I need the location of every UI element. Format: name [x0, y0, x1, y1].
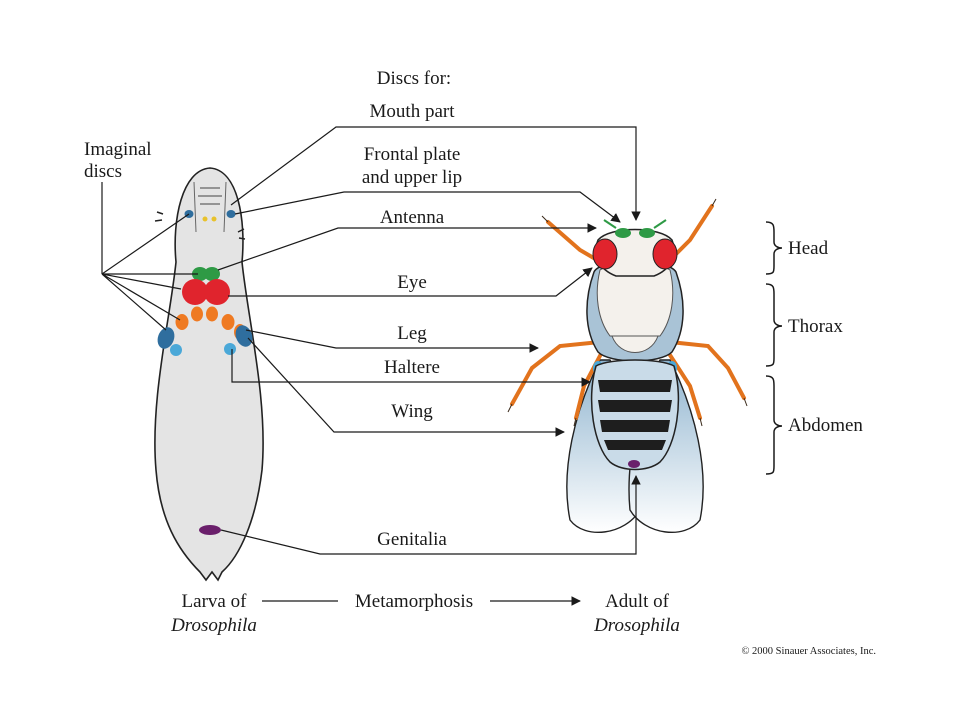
wing-disc-left [157, 327, 175, 349]
larva-mouth-hooks [198, 187, 222, 205]
frontal-plate-label-line1: Frontal plate [364, 144, 461, 165]
fly-eye-right [652, 238, 678, 270]
discs-for-heading: Discs for: [377, 68, 451, 89]
head-label: Head [788, 238, 829, 259]
eye-disc-right [204, 279, 230, 305]
antenna-disc-right [204, 267, 220, 281]
wing-label: Wing [391, 401, 433, 422]
fly-genitalia [628, 460, 640, 468]
genital-disc [199, 525, 221, 535]
copyright-notice: © 2000 Sinauer Associates, Inc. [741, 646, 876, 657]
fly-abdomen [590, 359, 680, 471]
abdomen-bracket [765, 375, 783, 475]
labral-disc-left [202, 216, 208, 222]
haltere-disc-right [224, 343, 236, 355]
leg-disc-2 [191, 306, 203, 322]
adult-label-line1: Adult of [605, 591, 670, 612]
fly-antenna-right [639, 228, 655, 238]
adult-label-line2: Drosophila [593, 615, 680, 636]
thorax-label: Thorax [788, 316, 843, 337]
abdomen-label: Abdomen [788, 415, 863, 436]
metamorphosis-label: Metamorphosis [355, 591, 473, 612]
fly-legs [510, 204, 746, 420]
labels: Discs for: Imaginal discs Mouth part Fro… [84, 68, 876, 657]
imaginal-label-line1: Imaginal [84, 139, 152, 160]
antenna-disc-left [192, 267, 208, 281]
abdomen-stripes [598, 380, 672, 450]
labral-disc-right [211, 216, 217, 222]
leg-label: Leg [397, 323, 427, 344]
leg-disc-1 [175, 314, 189, 330]
head-bracket [765, 221, 783, 275]
eye-label: Eye [397, 272, 427, 293]
eye-disc-left [182, 279, 208, 305]
fly-antenna-left [615, 228, 631, 238]
adult-fly [507, 198, 748, 534]
larva-body [154, 167, 264, 582]
imaginal-label-line2: discs [84, 161, 122, 182]
antenna-label: Antenna [380, 207, 445, 228]
larva-label-line2: Drosophila [170, 615, 257, 636]
haltere-label: Haltere [384, 357, 440, 378]
body-region-brackets [765, 221, 783, 475]
leg-disc-4 [221, 314, 235, 330]
larva-label-line1: Larva of [182, 591, 248, 612]
haltere-disc-left [170, 344, 182, 356]
larva [154, 167, 264, 582]
frontal-plate-disc [226, 210, 236, 218]
mouth-part-label: Mouth part [370, 101, 456, 122]
genitalia-label: Genitalia [377, 529, 447, 550]
leader-lines [101, 126, 641, 606]
frontal-plate-label-line2: and upper lip [362, 167, 462, 188]
fly-eye-left [592, 238, 618, 270]
fly-scutellum [611, 335, 659, 353]
thorax-bracket [765, 283, 783, 367]
leg-disc-3 [206, 306, 218, 322]
